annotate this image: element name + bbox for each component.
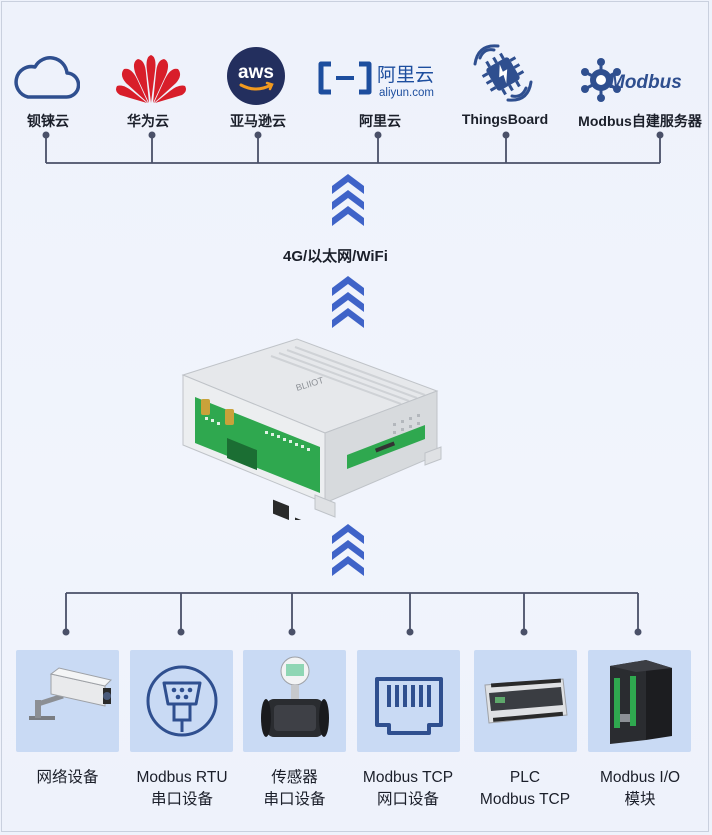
cloud-label-beilai: 钡铼云 [27,113,69,129]
plc-icon [483,678,568,724]
device-label-network: 网络设备 [36,769,99,786]
up-chevron-icon [332,276,364,328]
link-label: 4G/以太网/WiFi [283,248,388,265]
device-label-sensor: 传感器 串口设备 [263,769,326,808]
iot-gateway-device: BLIIOT [181,338,442,520]
up-chevron-icon [332,524,364,576]
aliyun-en-text: aliyun.com [379,87,434,99]
device-card-io-module [588,650,691,752]
modbus-logo-icon: Modbus [578,50,698,110]
aws-text: aws [238,62,274,83]
device-label-modbus-rtu: Modbus RTU 串口设备 [136,769,228,808]
aws-logo-icon: aws [211,46,301,106]
cloud-outline-icon [2,48,92,108]
camera-icon [28,667,112,720]
device-label-modbus-tcp: Modbus TCP 网口设备 [362,769,454,808]
device-label-io-module: Modbus I/O 模块 [599,769,681,808]
cloud-label-thingsboard: ThingsBoard [461,111,549,127]
ethernet-port-icon [374,677,443,735]
up-chevron-icon [332,174,364,226]
aliyun-logo-icon: 阿里云 aliyun.com [314,48,444,108]
aliyun-cn-text: 阿里云 [377,64,434,86]
cloud-label-aws: 亚马逊云 [230,113,286,129]
device-card-modbus-tcp [357,650,460,752]
modbus-logo-text: Modbus [609,72,682,93]
serial-port-icon [146,665,217,737]
thingsboard-logo-icon [458,44,548,104]
huawei-logo-icon [106,48,196,108]
device-label-plc: PLC Modbus TCP [479,769,571,808]
flowmeter-sensor-icon [260,656,329,737]
device-card-modbus-rtu [130,650,233,752]
device-card-sensor [243,650,346,752]
cloud-label-aliyun: 阿里云 [359,113,401,129]
cloud-label-modbus-server: Modbus自建服务器 [578,113,702,129]
device-card-plc [474,650,577,752]
cloud-label-huawei: 华为云 [127,113,169,129]
device-card-network [16,650,119,752]
io-module-icon [609,660,672,744]
